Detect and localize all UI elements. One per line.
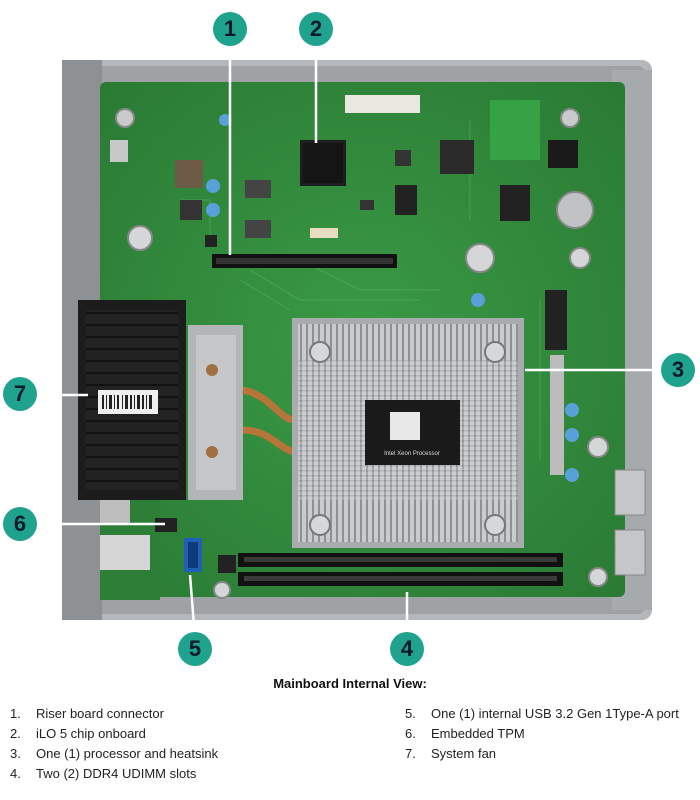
rear-ports [614, 469, 646, 576]
legend-list-left: 1.Riser board connector 2.iLO 5 chip onb… [10, 704, 218, 784]
legend-item: 7.System fan [405, 746, 497, 761]
callout-7: 7 [3, 377, 37, 411]
processor-label-text: Intel Xeon Processor [384, 451, 440, 457]
leader-lines [37, 48, 663, 640]
heatpipe-block [188, 325, 296, 500]
legend-item: 4.Two (2) DDR4 UDIMM slots [10, 766, 197, 781]
legend-item: 3.One (1) processor and heatsink [10, 746, 219, 761]
callout-1: 1 [213, 12, 247, 46]
callout-2: 2 [299, 12, 333, 46]
callout-4: 4 [390, 632, 424, 666]
leader-line-5 [188, 574, 197, 639]
legend-item: 5.One (1) internal USB 3.2 Gen 1Type-A p… [405, 706, 679, 721]
callout-3: 3 [661, 353, 695, 387]
callout-6: 6 [3, 507, 37, 541]
legend-list-right: 5.One (1) internal USB 3.2 Gen 1Type-A p… [405, 704, 679, 764]
internal-usb-port [184, 538, 202, 572]
embedded-tpm [155, 518, 177, 532]
legend-item: 1.Riser board connector [10, 706, 164, 721]
system-fan [78, 300, 186, 500]
mainboard-figure: Intel Xeon Processor [3, 12, 695, 666]
legend-item: 6.Embedded TPM [405, 726, 525, 741]
riser-board-connector [212, 254, 397, 268]
legend-item: 2.iLO 5 chip onboard [10, 726, 146, 741]
mainboard-photo: Intel Xeon Processor [37, 48, 663, 640]
figure-caption: Mainboard Internal View: [273, 676, 427, 691]
processor-heatsink: Intel Xeon Processor [292, 318, 524, 548]
callout-5: 5 [178, 632, 212, 666]
udimm-slots [238, 553, 563, 586]
ilo-chip [303, 143, 343, 183]
